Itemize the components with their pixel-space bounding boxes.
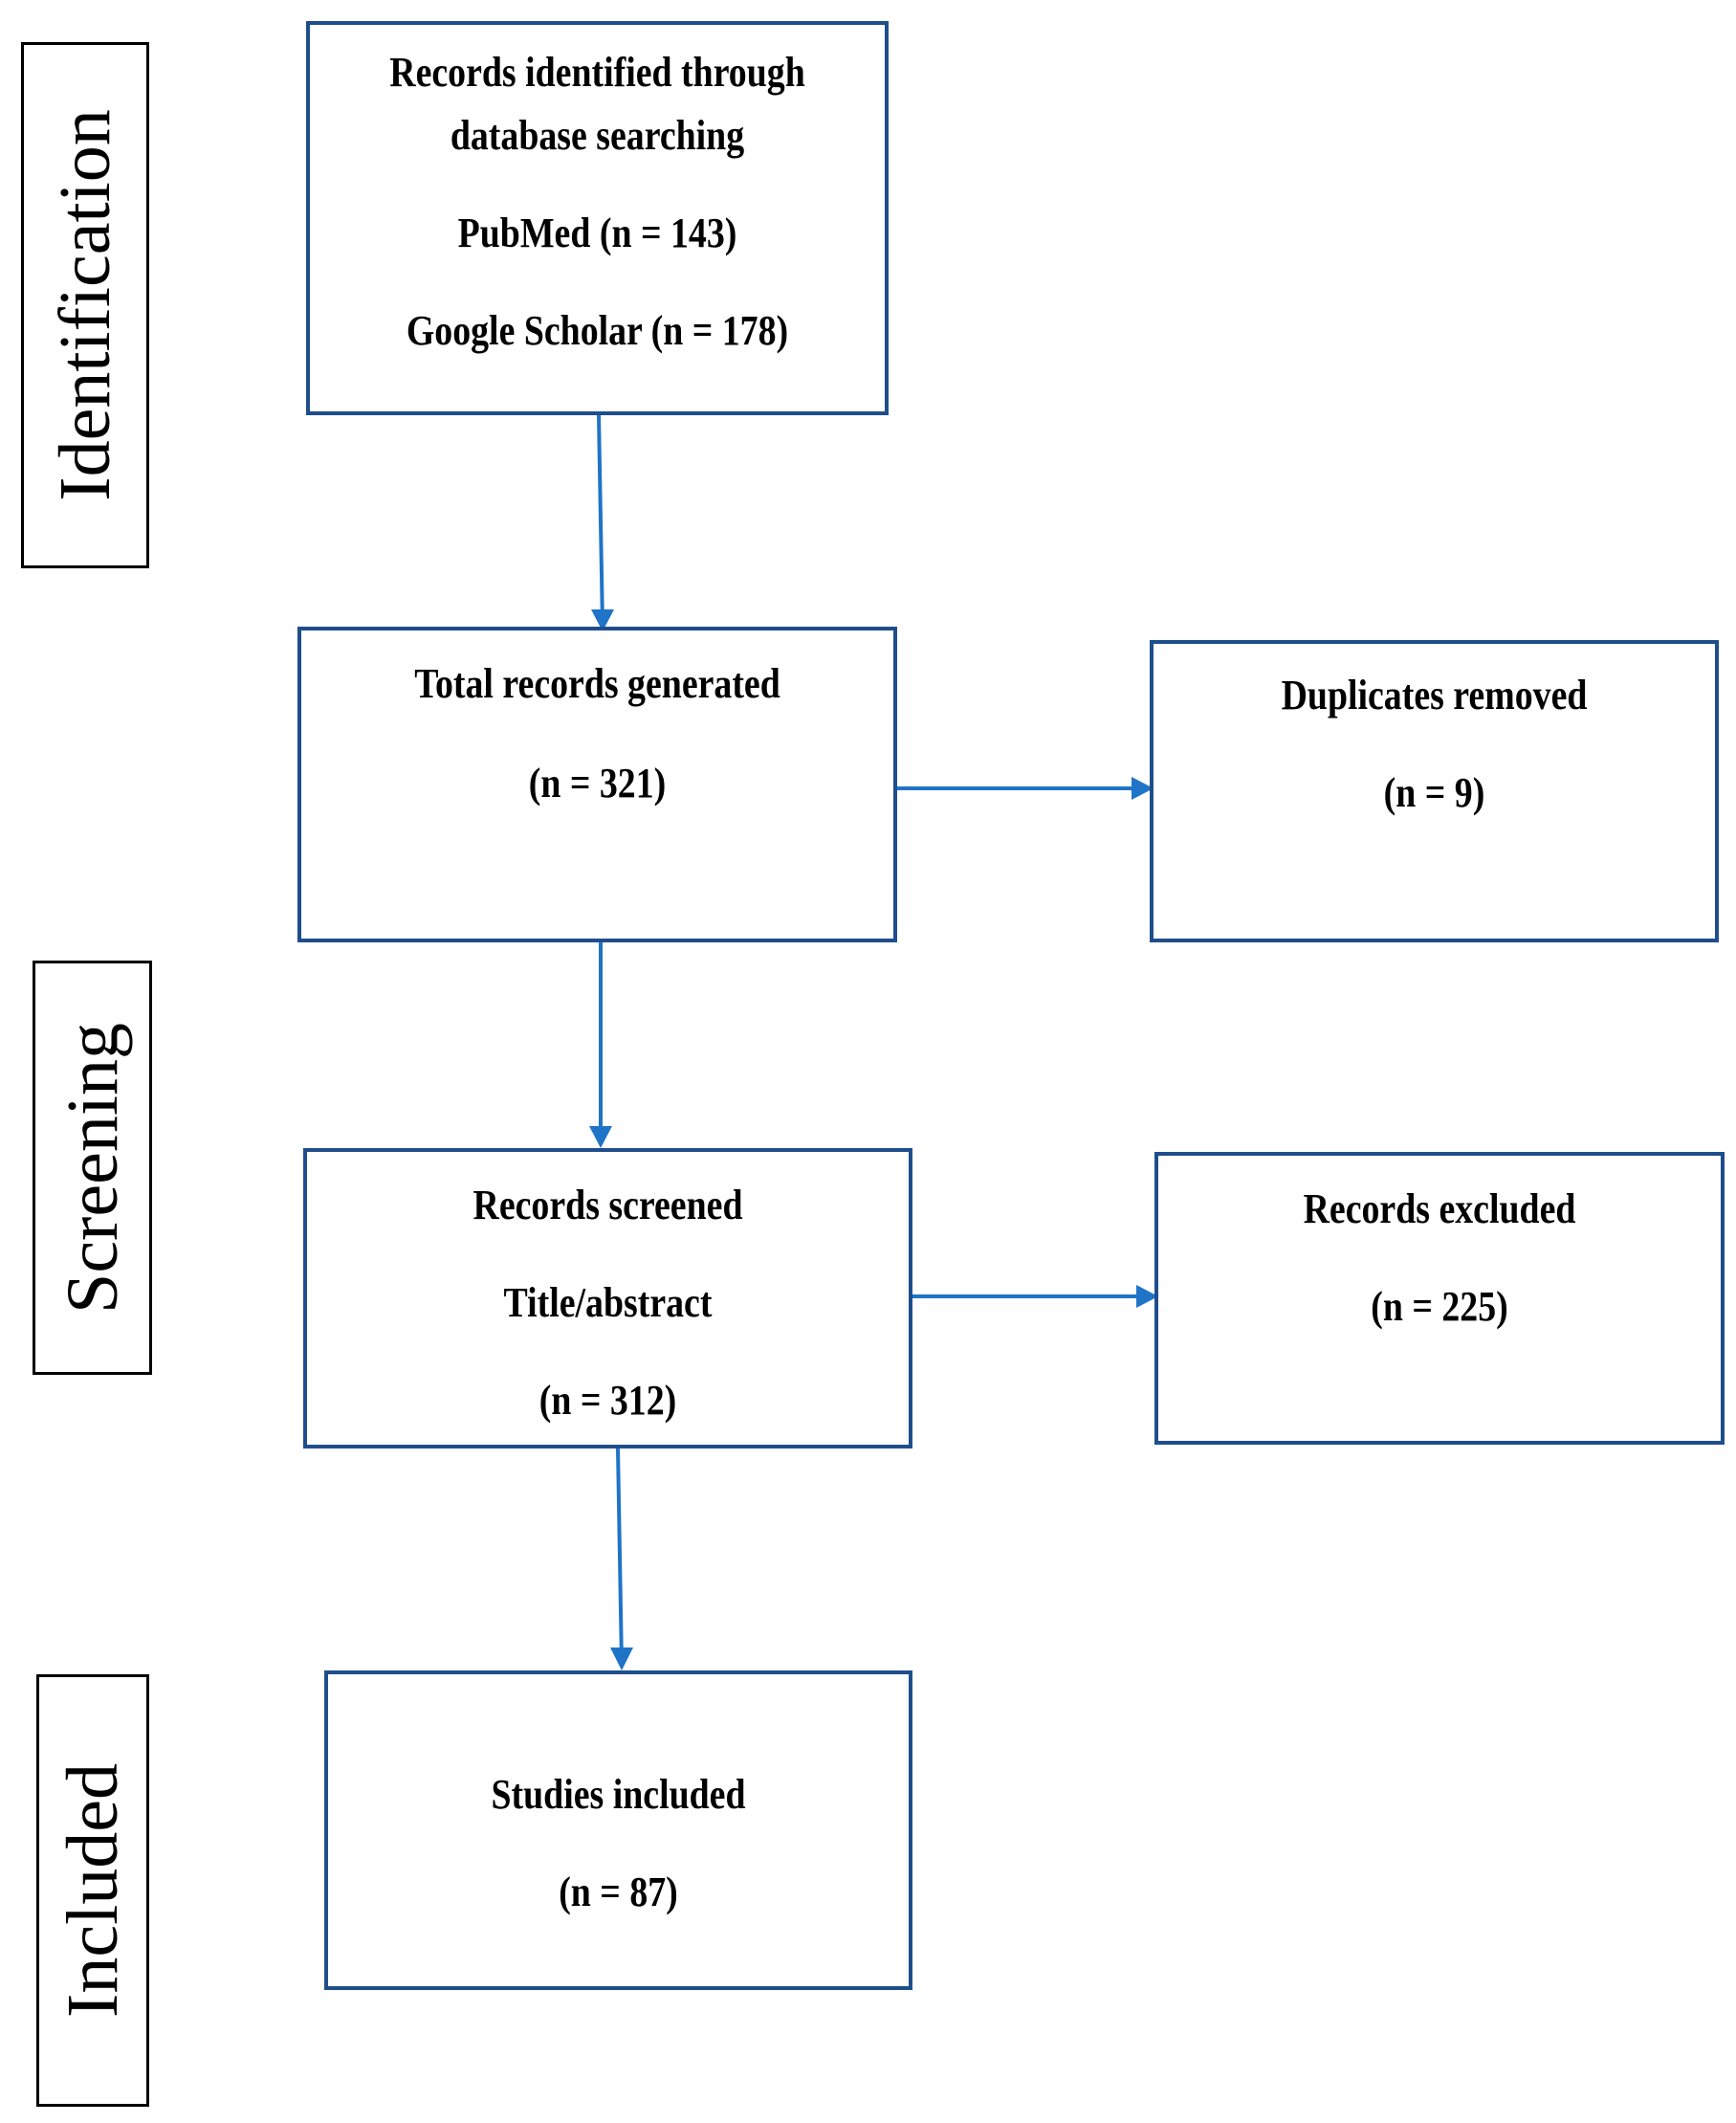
studies-included-count: (n = 87)	[559, 1869, 678, 1915]
arrow-screened-to-excluded-head	[1136, 1285, 1158, 1308]
stage-included: Included	[36, 1674, 149, 2107]
stage-screening: Screening	[33, 961, 152, 1375]
duplicates-removed-title: Duplicates removed	[1281, 672, 1588, 719]
studies-included-title: Studies included	[491, 1771, 746, 1818]
arrow-screened-to-included	[616, 1448, 624, 1666]
stage-included-label: Included	[53, 1763, 133, 2018]
arrow-identified-to-total-head	[591, 609, 614, 631]
records-excluded-title: Records excluded	[1303, 1185, 1576, 1232]
records-identified-pubmed: PubMed (n = 143)	[457, 210, 737, 256]
records-screened-subtitle: Title/abstract	[503, 1279, 713, 1326]
duplicates-removed-count: (n = 9)	[1383, 769, 1485, 816]
total-records-title: Total records generated	[414, 660, 780, 707]
arrow-total-to-duplicates-head	[1132, 777, 1154, 800]
box-total-records: Total records generated (n = 321)	[297, 627, 897, 942]
records-identified-line1: Records identified through	[389, 49, 805, 96]
records-identified-line2: database searching	[450, 112, 745, 159]
records-screened-count: (n = 312)	[538, 1377, 677, 1424]
stage-identification-label: Identification	[45, 109, 125, 501]
box-records-identified: Records identified through database sear…	[306, 21, 889, 415]
records-screened-title: Records screened	[472, 1182, 743, 1228]
box-records-excluded: Records excluded (n = 225)	[1154, 1152, 1725, 1445]
box-records-screened: Records screened Title/abstract (n = 312…	[303, 1148, 912, 1449]
records-identified-google-scholar: Google Scholar (n = 178)	[406, 307, 789, 354]
arrow-screened-to-included-head	[610, 1648, 633, 1670]
records-excluded-count: (n = 225)	[1371, 1283, 1508, 1330]
box-duplicates-removed: Duplicates removed (n = 9)	[1150, 640, 1719, 942]
total-records-count: (n = 321)	[528, 760, 667, 807]
arrow-total-to-screened-head	[589, 1126, 612, 1148]
arrow-identified-to-total	[597, 414, 604, 628]
stage-screening-label: Screening	[52, 1022, 133, 1314]
stage-identification: Identification	[21, 42, 149, 568]
box-studies-included: Studies included (n = 87)	[324, 1670, 912, 1990]
